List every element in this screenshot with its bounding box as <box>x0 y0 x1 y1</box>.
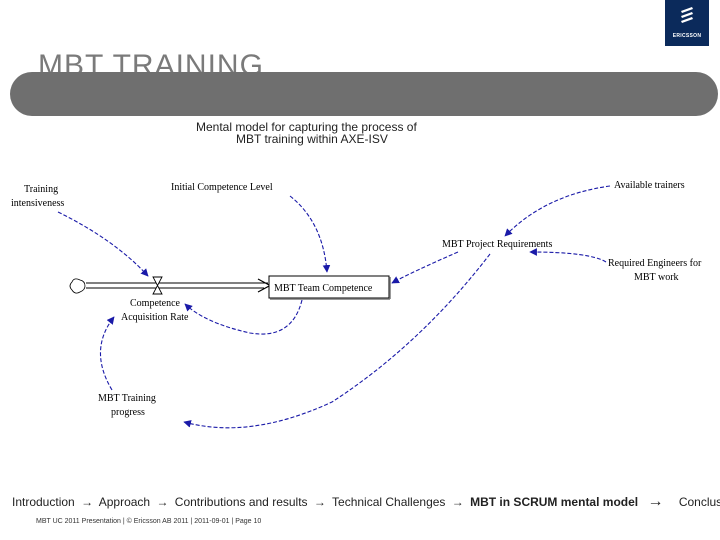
breadcrumb-arrow: → <box>156 495 169 509</box>
node-project-requirements: MBT Project Requirements <box>442 239 552 250</box>
node-initial-competence: Initial Competence Level <box>171 182 273 193</box>
link-competence-to-rate <box>184 299 303 335</box>
link-intensiveness-to-rate <box>57 211 149 277</box>
node-acquisition-rate-1: Competence <box>130 298 181 309</box>
breadcrumb-arrow: → <box>81 495 94 509</box>
footer-text: MBT UC 2011 Presentation | © Ericsson AB… <box>36 518 262 525</box>
link-progress-to-rate <box>99 316 115 391</box>
link-trainers-to-requirements <box>504 185 611 237</box>
breadcrumb-item-approach[interactable]: Approach <box>98 495 151 509</box>
valve-icon <box>152 276 163 295</box>
node-training-progress-1: MBT Training <box>98 393 156 404</box>
node-acquisition-rate-2: Acquisition Rate <box>121 312 189 323</box>
breadcrumb-arrow: → <box>647 493 664 510</box>
breadcrumb-item-current[interactable]: MBT in SCRUM mental model <box>470 495 639 509</box>
link-requirements-to-progress <box>183 253 491 429</box>
stock-team-competence-box <box>268 275 390 299</box>
source-cloud-icon <box>69 278 86 294</box>
ericsson-logo-text: ERICSSON <box>672 33 702 39</box>
inflow-pipe <box>86 278 272 293</box>
breadcrumb-arrow: → <box>451 495 464 509</box>
breadcrumb-item-contributions[interactable]: Contributions and results <box>174 495 308 509</box>
node-training-intensiveness-1: Training <box>24 184 58 195</box>
link-engineers-to-requirements <box>529 248 607 263</box>
breadcrumb-arrow: → <box>313 495 326 509</box>
node-training-intensiveness-2: intensiveness <box>11 198 64 209</box>
link-requirements-to-competence <box>391 251 459 284</box>
link-initial-to-competence <box>289 195 331 273</box>
breadcrumb: Introduction → Approach → Contributions … <box>12 493 720 511</box>
node-required-engineers-1: Required Engineers for <box>608 258 702 269</box>
diagram-caption-line-1: Mental model for capturing the process o… <box>196 120 417 134</box>
breadcrumb-item-introduction[interactable]: Introduction <box>12 495 75 509</box>
title-bar <box>10 72 718 116</box>
node-required-engineers-2: MBT work <box>634 272 679 283</box>
node-training-progress-2: progress <box>111 407 145 418</box>
ericsson-logo: ERICSSON <box>665 0 709 46</box>
breadcrumb-item-conclusion[interactable]: Conclusion <box>678 495 720 509</box>
diagram-caption-line-2: MBT training within AXE-ISV <box>236 132 388 146</box>
node-available-trainers: Available trainers <box>614 180 685 191</box>
node-team-competence: MBT Team Competence <box>274 283 373 294</box>
breadcrumb-item-technical-challenges[interactable]: Technical Challenges <box>332 495 446 509</box>
ericsson-logo-icon <box>681 7 693 23</box>
